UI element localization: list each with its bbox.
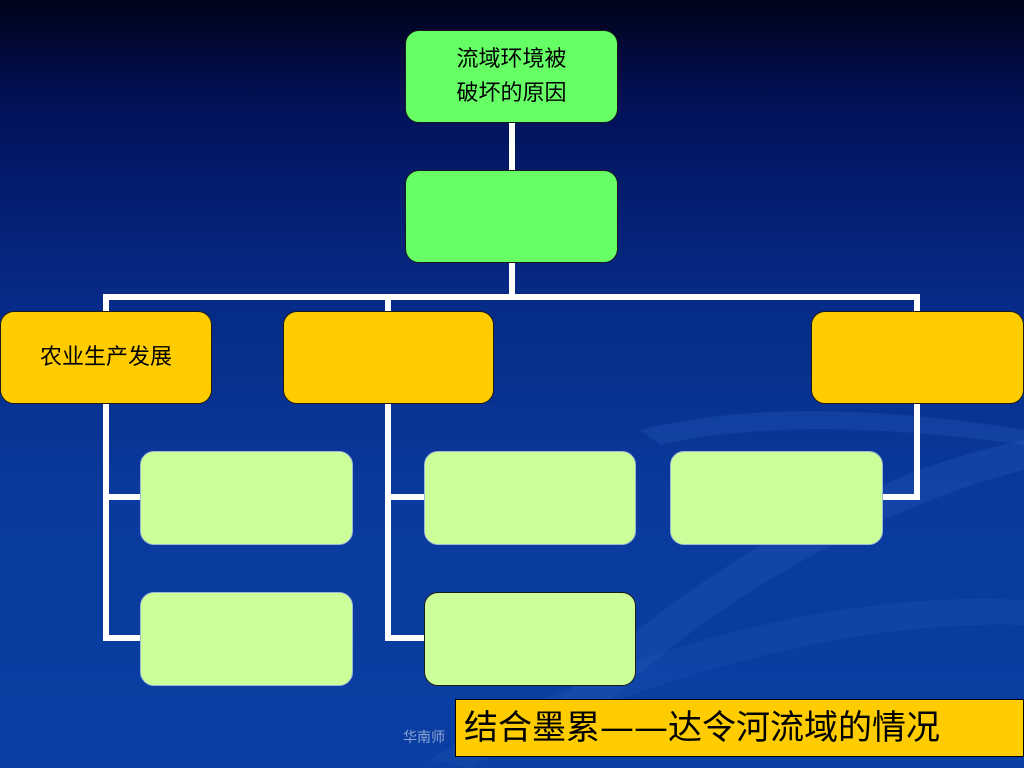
branch-2-child-1 (424, 451, 636, 545)
branch-1-child-2 (140, 592, 353, 686)
connector-branch-1-spine (103, 400, 143, 641)
branch-node-3 (811, 311, 1024, 404)
second-level-node (405, 170, 618, 263)
footer-text: 华南师 (403, 730, 445, 746)
branch-3-child-1 (670, 451, 883, 545)
caption-banner: 结合墨累——达令河流域的情况 (455, 699, 1024, 757)
root-node: 流域环境被 破坏的原因 (405, 30, 618, 123)
branch-node-1-label: 农业生产发展 (39, 344, 172, 370)
root-node-label: 流域环境被 破坏的原因 (456, 46, 567, 106)
connector-branch-2-spine (385, 400, 427, 641)
branch-node-1: 农业生产发展 (0, 311, 212, 404)
branch-2-child-2 (424, 592, 636, 686)
branch-node-2 (283, 311, 494, 404)
connector-branch-3-spine (881, 400, 920, 500)
branch-1-child-1 (140, 451, 353, 545)
